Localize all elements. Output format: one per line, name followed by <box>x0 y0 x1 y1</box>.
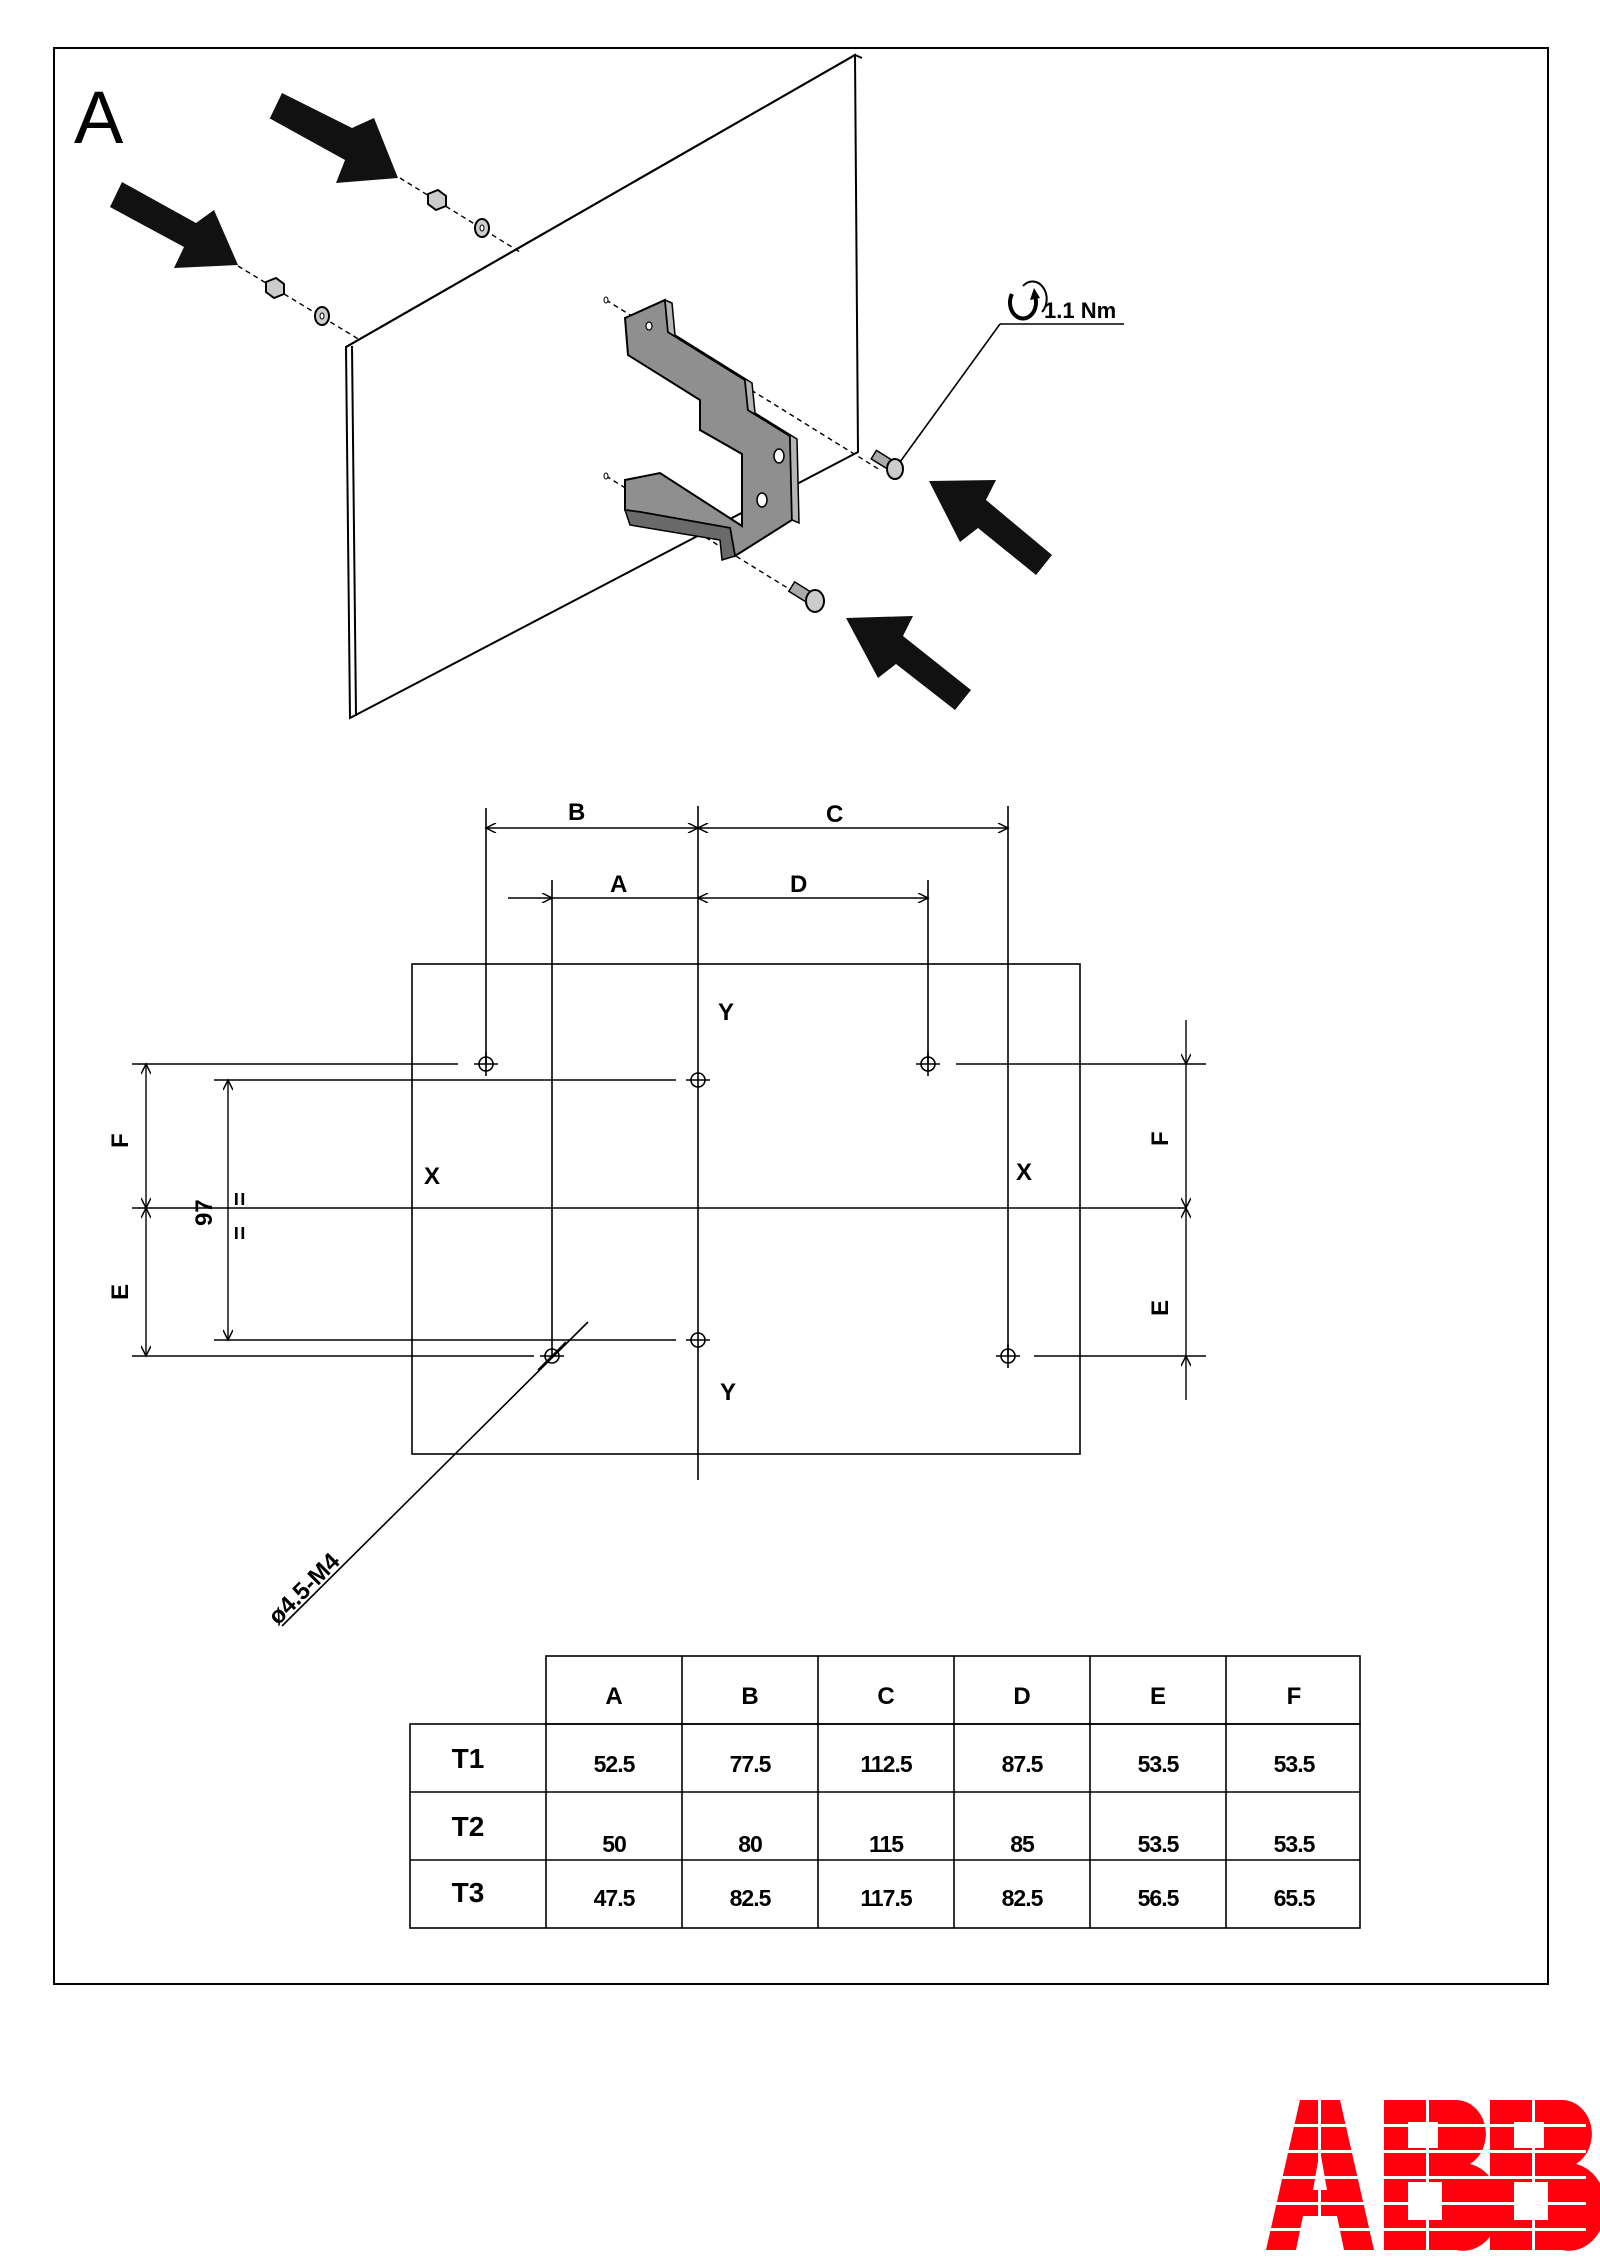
table-cell: 56.5 <box>1138 1885 1180 1911</box>
dim-label-c: C <box>826 801 843 828</box>
table-cell: 115 <box>869 1831 904 1857</box>
axis-label-x-right: X <box>1016 1159 1032 1186</box>
table-cell: 47.5 <box>594 1885 636 1911</box>
table-header-cell: E <box>1150 1683 1166 1710</box>
dim-label-f-left: F <box>107 1133 134 1148</box>
view-label: A <box>74 76 124 159</box>
mounting-bracket <box>603 296 881 609</box>
abb-logo <box>1266 2100 1600 2251</box>
table-header-cell: B <box>741 1683 758 1710</box>
dim-label-d: D <box>790 871 807 898</box>
axis-label-y-top: Y <box>718 999 734 1026</box>
table-header-cell: A <box>605 1683 622 1710</box>
axis-label-x-left: X <box>424 1163 440 1190</box>
hole-mark <box>996 1344 1020 1368</box>
table-cell: 85 <box>1010 1831 1035 1857</box>
axis-label-y-bottom: Y <box>720 1379 736 1406</box>
nut-washer-lower <box>237 265 361 341</box>
table-header-cell: C <box>877 1683 894 1710</box>
screw-lower <box>787 580 825 613</box>
table-row-label: T1 <box>452 1743 485 1774</box>
table-cell: 50 <box>602 1831 626 1857</box>
table-cell: 87.5 <box>1002 1751 1044 1777</box>
table-cell: 112.5 <box>860 1751 912 1777</box>
dim-label-e-left: E <box>107 1284 134 1300</box>
table-cell: 82.5 <box>1002 1885 1044 1911</box>
torque-callout: 1.1 Nm <box>899 280 1124 463</box>
drill-pattern <box>132 806 1206 1627</box>
frame-border <box>53 47 1549 1985</box>
equal-mark-lower: = <box>227 1226 254 1240</box>
dim-label-a: A <box>610 871 627 898</box>
dim-label-e-right: E <box>1147 1300 1174 1316</box>
table-cell: 80 <box>738 1831 762 1857</box>
table-header-cell: F <box>1287 1683 1302 1710</box>
equal-mark-upper: = <box>227 1192 254 1206</box>
table-cell: 53.5 <box>1138 1831 1180 1857</box>
nut-washer-upper <box>399 177 521 253</box>
dimension-table <box>409 1655 1361 1929</box>
arrow-icon <box>846 616 971 710</box>
table-cell: 53.5 <box>1138 1751 1180 1777</box>
table-cell: 82.5 <box>730 1885 772 1911</box>
table-row-label: T3 <box>452 1877 485 1908</box>
dim-label-b: B <box>568 799 585 826</box>
table-cell: 53.5 <box>1274 1831 1316 1857</box>
hole-mark <box>686 1332 710 1348</box>
hole-size-label: ø4.5-M4 <box>263 1548 346 1631</box>
hole-mark <box>916 1052 940 1076</box>
table-cell: 117.5 <box>860 1885 912 1911</box>
dim-label-center: 97 <box>191 1199 218 1226</box>
arrow-icon <box>929 480 1052 575</box>
table-row-label: T2 <box>452 1811 485 1842</box>
torque-value: 1.1 Nm <box>1044 298 1116 323</box>
table-cell: 77.5 <box>730 1751 772 1777</box>
table-cell: 65.5 <box>1274 1885 1316 1911</box>
torque-icon <box>1008 280 1048 321</box>
hole-mark <box>686 1072 710 1088</box>
dim-label-f-right: F <box>1147 1131 1174 1146</box>
screw-upper <box>870 449 904 480</box>
table-cell: 52.5 <box>594 1751 636 1777</box>
arrow-icon <box>269 93 398 183</box>
table-cell: 53.5 <box>1274 1751 1316 1777</box>
table-header-cell: D <box>1013 1683 1030 1710</box>
mounting-panel <box>344 53 863 720</box>
arrow-icon <box>110 182 238 268</box>
hole-mark <box>474 1052 498 1076</box>
